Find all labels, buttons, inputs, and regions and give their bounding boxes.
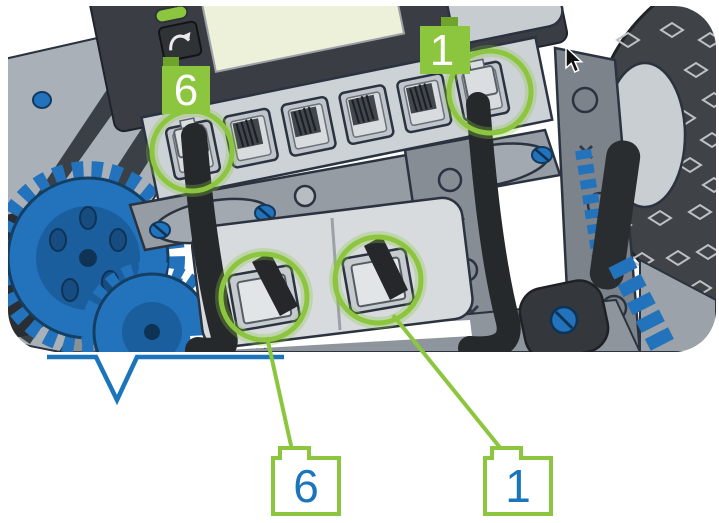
power-led	[154, 6, 189, 24]
check-button[interactable]	[157, 20, 203, 62]
blue-pin	[32, 91, 52, 109]
port-6-label: 6	[162, 57, 210, 115]
brain-port-2	[396, 72, 453, 134]
cable-port-1	[458, 92, 521, 352]
leader-line-cable-6	[265, 336, 294, 451]
brain-corner-piece	[432, 6, 564, 44]
rear-blue-gear-strip	[608, 256, 677, 352]
brain-port-3	[338, 84, 395, 146]
cable-tag-1: 1	[483, 446, 553, 516]
port-6-label-text: 6	[174, 66, 198, 115]
robot-illustration	[8, 6, 716, 352]
brain-port-5	[222, 107, 279, 169]
ring-brain-port-1	[446, 48, 534, 136]
brain-screen	[196, 6, 406, 73]
leader-line-cable-1	[391, 313, 504, 452]
ring-left-motor-port	[218, 251, 310, 343]
cable-tag-6-text: 6	[293, 460, 319, 512]
mouse-cursor-icon	[565, 45, 584, 74]
cable-tag-6: 6	[271, 446, 341, 516]
port-1-label: 1	[420, 17, 470, 75]
left-motor-cable-plug	[252, 252, 298, 316]
right-chassis-frame	[553, 46, 716, 352]
dark-frame-piece	[589, 140, 641, 290]
brain-port-4	[280, 95, 337, 157]
cable-tag-1-text: 1	[505, 460, 531, 512]
port-1-label-text: 1	[430, 26, 454, 75]
right-motor-cable-plug	[364, 236, 408, 300]
cable-port-6	[181, 123, 238, 352]
bracket-indicator	[47, 354, 284, 406]
ring-right-motor-port	[332, 234, 424, 326]
